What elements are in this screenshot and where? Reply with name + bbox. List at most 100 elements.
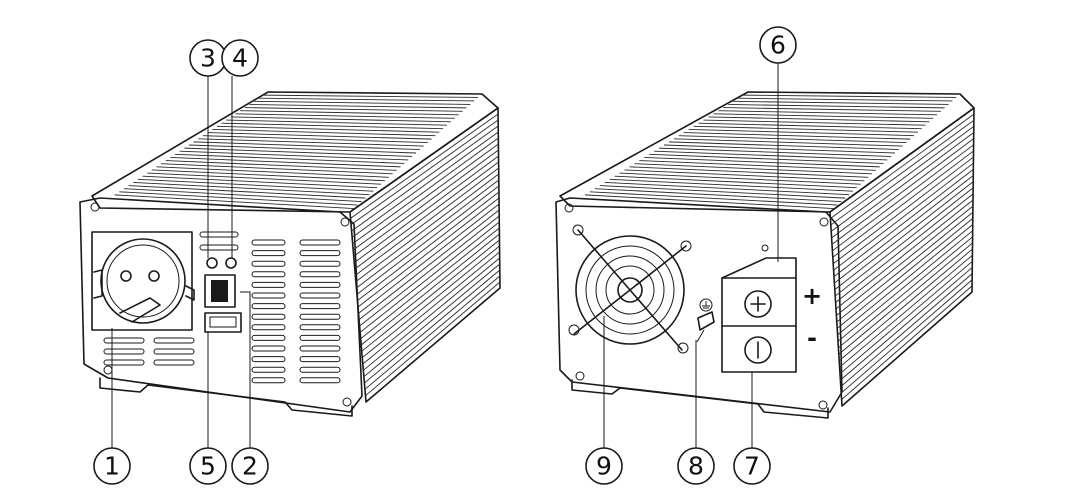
callout-number: 9 xyxy=(596,452,612,481)
heat-sink-fin xyxy=(128,185,366,199)
callout-8: 8 xyxy=(677,447,715,485)
heat-sink-fin xyxy=(358,209,500,321)
heat-sink-fin xyxy=(165,160,397,171)
callout-4: 4 xyxy=(221,39,259,77)
terminal-housing xyxy=(721,257,797,373)
vent-slot xyxy=(153,337,195,344)
heat-sink-fin xyxy=(352,143,499,251)
socket-outer-ring xyxy=(100,238,186,324)
callout-7: 7 xyxy=(733,447,771,485)
rear-unit-base-rail xyxy=(571,379,829,419)
heat-sink-fin xyxy=(841,285,973,400)
heat-sink-fin xyxy=(835,193,974,303)
led-indicator-3 xyxy=(206,257,218,269)
vent-slot xyxy=(299,356,341,363)
vent-slot xyxy=(251,377,286,384)
heat-sink-fin xyxy=(683,132,911,140)
leader-line-2 xyxy=(240,291,251,448)
heat-sink-fin xyxy=(599,185,846,199)
heat-sink-fin xyxy=(832,156,974,265)
heat-sink-fin xyxy=(193,141,420,150)
vent-slot xyxy=(103,337,145,344)
heat-sink-fin xyxy=(839,254,973,368)
heat-sink-fin xyxy=(202,135,428,144)
screw-icon xyxy=(818,400,828,410)
heat-sink-fin xyxy=(361,239,500,352)
heat-sink-fin xyxy=(644,157,880,168)
vent-slot xyxy=(299,377,341,384)
vent-slot xyxy=(299,366,341,373)
heat-sink-fin xyxy=(619,172,861,185)
front-panel-vents xyxy=(103,231,341,384)
vent-slot xyxy=(299,334,341,341)
heat-sink-fin xyxy=(624,169,865,182)
heat-sink-fin xyxy=(678,135,907,144)
screw-icon xyxy=(761,244,769,252)
heat-sink-fin xyxy=(123,188,362,203)
ground-stud-shaft xyxy=(696,329,705,343)
vent-slot xyxy=(199,244,239,251)
vent-slot xyxy=(199,231,239,238)
ac-socket xyxy=(91,231,195,331)
vent-slot xyxy=(299,324,341,331)
heat-sink-fin xyxy=(221,122,444,130)
callout-circle xyxy=(585,447,623,485)
heat-sink-fin xyxy=(834,181,974,290)
heat-sink-fin xyxy=(198,138,424,147)
heat-sink-fin xyxy=(356,185,500,295)
heat-sink-fin xyxy=(352,137,499,245)
heat-sink-fin xyxy=(147,172,382,185)
vent-slot xyxy=(251,356,286,363)
vent-slot xyxy=(299,250,341,257)
switch-frame xyxy=(204,274,236,308)
vent-slot xyxy=(251,324,286,331)
heat-sink-fin xyxy=(188,144,417,154)
positive-polarity-label: + xyxy=(802,282,822,310)
heat-sink-fin xyxy=(363,263,501,378)
plus-slot-icon xyxy=(750,296,766,312)
fan-guard-ring xyxy=(585,245,675,335)
vent-slot xyxy=(251,281,286,288)
heat-sink-fin xyxy=(668,141,899,150)
heat-sink-fin xyxy=(226,119,448,126)
heat-sink-fin xyxy=(240,110,459,116)
heat-sink-fin xyxy=(840,273,973,387)
heat-sink-fin xyxy=(831,132,975,239)
heat-sink-fin xyxy=(361,245,500,359)
screw-icon xyxy=(677,342,689,354)
heat-sink-fin xyxy=(184,147,413,157)
vent-slot xyxy=(251,239,286,246)
vent-slot xyxy=(103,348,145,355)
inverter-front-unit xyxy=(79,76,501,448)
rear-unit-cooling-fins xyxy=(584,94,975,400)
fan-hub xyxy=(617,277,643,303)
vent-slot xyxy=(153,359,195,366)
led-indicator-4 xyxy=(225,257,237,269)
heat-sink-fin xyxy=(693,125,918,133)
heat-sink-fin xyxy=(831,138,974,245)
callout-number: 3 xyxy=(200,44,216,73)
heat-sink-fin xyxy=(830,113,975,219)
heat-sink-fin xyxy=(838,248,973,362)
heat-sink-fin xyxy=(363,257,500,371)
heat-sink-fin xyxy=(355,167,499,276)
heat-sink-fin xyxy=(838,236,973,349)
vent-slot xyxy=(299,345,341,352)
heat-sink-fin xyxy=(723,107,941,112)
heat-sink-fin xyxy=(137,178,374,192)
fan-guard-ring xyxy=(595,255,665,325)
socket-pin-hole xyxy=(120,270,132,282)
callout-circle xyxy=(93,447,131,485)
heat-sink-fin xyxy=(663,144,896,154)
socket-side-clip xyxy=(93,269,103,299)
vent-slot xyxy=(299,260,341,267)
ground-symbol-icon xyxy=(699,298,713,312)
heat-sink-fin xyxy=(833,162,974,271)
socket-earth-clip xyxy=(119,297,161,323)
power-switch xyxy=(204,274,236,308)
callout-number: 4 xyxy=(232,44,248,73)
cooling-fan xyxy=(568,224,692,354)
heat-sink-fin xyxy=(836,218,974,329)
ground-stud xyxy=(697,311,715,331)
